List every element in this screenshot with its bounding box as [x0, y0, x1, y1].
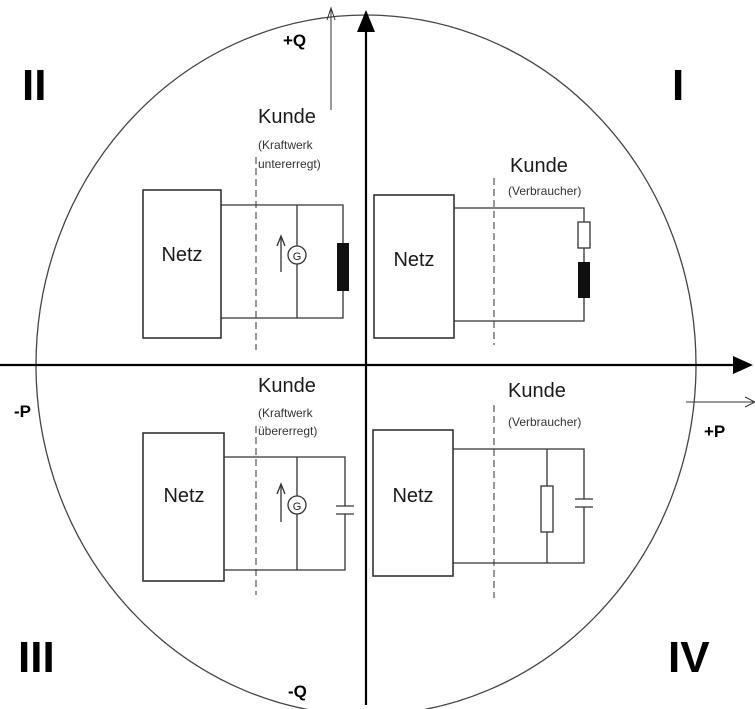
plus-p-label: +P	[704, 422, 725, 441]
kunde-subtitle-2: untererregt)	[258, 157, 321, 171]
quadrant-label-iii: III	[18, 633, 55, 682]
kunde-subtitle-2: übererregt)	[258, 424, 317, 438]
inductor-icon	[337, 243, 349, 291]
generator-letter: G	[293, 501, 302, 513]
quadrant-label-i: I	[672, 61, 684, 110]
resistor-icon	[540, 485, 554, 533]
plus-q-label: +Q	[283, 31, 306, 50]
kunde-title: Kunde	[510, 155, 568, 177]
kunde-title: Kunde	[258, 375, 316, 397]
minus-p-label: -P	[14, 402, 31, 421]
generator-letter: G	[293, 251, 302, 263]
p-axis-arrow	[733, 356, 753, 374]
generator-symbol	[287, 245, 307, 265]
kunde-subtitle-1: (Verbraucher)	[508, 415, 581, 429]
kunde-subtitle-1: (Kraftwerk	[258, 406, 314, 420]
panel-q4: Netz Kunde (Verbraucher)	[372, 380, 593, 598]
netz-box	[142, 432, 225, 582]
kunde-title: Kunde	[508, 380, 566, 402]
circuit-wire	[454, 207, 585, 322]
circuit-wire	[453, 448, 585, 564]
capacitor-gap	[577, 499, 591, 507]
generator-arrow-head	[276, 234, 286, 247]
kunde-subtitle-1: (Kraftwerk	[258, 138, 314, 152]
netz-label: Netz	[393, 249, 434, 271]
minus-q-label: -Q	[288, 682, 307, 701]
panel-q3: Netz Kunde (Kraftwerk übererregt) G	[142, 375, 354, 595]
circuit-wire	[221, 204, 344, 319]
netz-label: Netz	[161, 244, 202, 266]
netz-box	[373, 194, 455, 339]
netz-box	[142, 189, 222, 339]
netz-box	[372, 429, 454, 577]
capacitor-gap	[338, 506, 352, 514]
netz-label: Netz	[163, 485, 204, 507]
kunde-subtitle-1: (Verbraucher)	[508, 184, 581, 198]
netz-label: Netz	[392, 485, 433, 507]
p-thin-arrow-head	[744, 396, 755, 408]
circuit-wire	[224, 456, 346, 571]
quadrant-label-ii: II	[22, 61, 46, 110]
panel-q1: Netz Kunde (Verbraucher)	[373, 155, 591, 345]
q-thin-arrow-head	[326, 6, 336, 21]
inductor-icon	[578, 262, 590, 298]
generator-arrow-head	[276, 482, 286, 495]
generator-symbol	[287, 495, 307, 515]
panel-q2: Netz Kunde (Kraftwerk untererregt) G	[142, 106, 349, 350]
kunde-title: Kunde	[258, 106, 316, 128]
quadrant-label-iv: IV	[668, 633, 710, 682]
q-axis-arrow	[357, 10, 375, 32]
resistor-icon	[577, 221, 591, 249]
